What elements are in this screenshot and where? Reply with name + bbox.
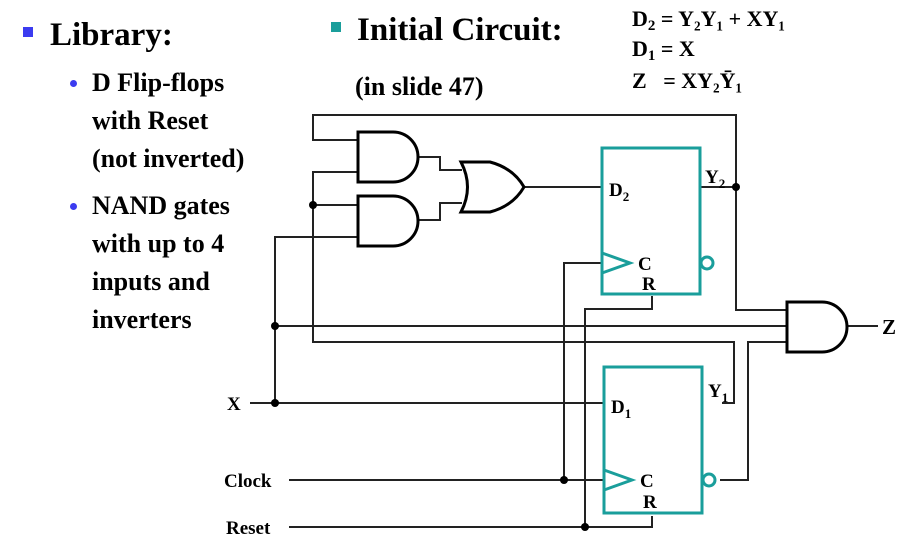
text-line: (not inverted) (92, 144, 245, 173)
equation-d1: D1 = X (632, 38, 695, 67)
library-heading: Library: (50, 17, 173, 53)
eq-rhs: = X (660, 36, 695, 61)
ff1-clk-label: C (640, 471, 654, 492)
ff1-reset-label: R (643, 492, 657, 513)
eq-lhs: Z (632, 68, 647, 93)
and-gate-1 (356, 130, 420, 184)
ff2-q-label: Y2 (705, 167, 725, 191)
wires (250, 114, 878, 528)
bullet-dot-icon (70, 203, 77, 210)
initial-circuit-heading: Initial Circuit: (357, 12, 563, 48)
output-z-label: Z (882, 315, 896, 339)
wire-clock-ff2 (563, 262, 603, 480)
eq-rhs: = XY₂Ȳ₁ (663, 68, 743, 93)
wire-x-and2 (274, 236, 358, 403)
junction-dot (309, 201, 317, 209)
or-gate (458, 160, 526, 214)
library-item-nand: NAND gates with up to 4 inputs and inver… (92, 187, 230, 339)
junction-dot (271, 322, 279, 330)
eq-lhs: D (632, 6, 648, 31)
junction-dot (271, 399, 279, 407)
text-line: D Flip-flops (92, 68, 225, 97)
junction-dot (732, 183, 740, 191)
wire-and2-or (418, 202, 462, 221)
text-line: inverters (92, 305, 192, 334)
wire-y1bar-zgate (720, 341, 787, 481)
eq-lhs-sub: 2 (647, 18, 656, 34)
wire-reset-ff2 (584, 296, 653, 527)
clock-triangle-icon (603, 468, 637, 492)
slide-reference: (in slide 47) (355, 72, 484, 101)
wire-y2-feedback (312, 114, 737, 188)
ff1-q-label: Y1 (708, 381, 728, 405)
input-x-label: X (227, 394, 241, 415)
wire-and1-or (418, 156, 462, 171)
text-line: inputs and (92, 267, 210, 296)
and-gate-z (785, 300, 849, 354)
text-line: with Reset (92, 106, 209, 135)
inverted-output-bubble-icon (699, 255, 715, 271)
flipflop-2 (600, 146, 702, 296)
ff1-d-label: D1 (611, 397, 631, 421)
text-line: NAND gates (92, 191, 230, 220)
eq-rhs: = Y₂Y₁ + XY₁ (660, 6, 785, 31)
junction-dot (560, 476, 568, 484)
junction-dot (581, 523, 589, 531)
eq-lhs-sub: 1 (647, 48, 656, 64)
heading-bullet-icon (23, 27, 33, 37)
input-clock-label: Clock (224, 471, 272, 492)
ff2-clk-label: C (638, 254, 652, 275)
clock-triangle-icon (601, 251, 635, 275)
equation-z: Z = XY₂Ȳ₁ (632, 70, 742, 92)
and-gate-2 (356, 194, 420, 248)
library-item-flipflops: D Flip-flops with Reset (not inverted) (92, 64, 244, 178)
flipflop-1 (602, 365, 704, 515)
wire-y2-zgate (735, 187, 787, 311)
eq-lhs: D (632, 36, 648, 61)
equation-d2: D2 = Y₂Y₁ + XY₁ (632, 8, 785, 37)
input-reset-label: Reset (226, 518, 271, 539)
heading-bullet-icon (331, 22, 341, 32)
inverted-output-bubble-icon (701, 472, 717, 488)
text-line: with up to 4 (92, 229, 225, 258)
ff2-reset-label: R (642, 274, 656, 295)
bullet-dot-icon (70, 80, 77, 87)
wire-y1-bus (312, 171, 735, 404)
ff2-d-label: D2 (609, 180, 629, 204)
wire-reset (289, 516, 653, 528)
